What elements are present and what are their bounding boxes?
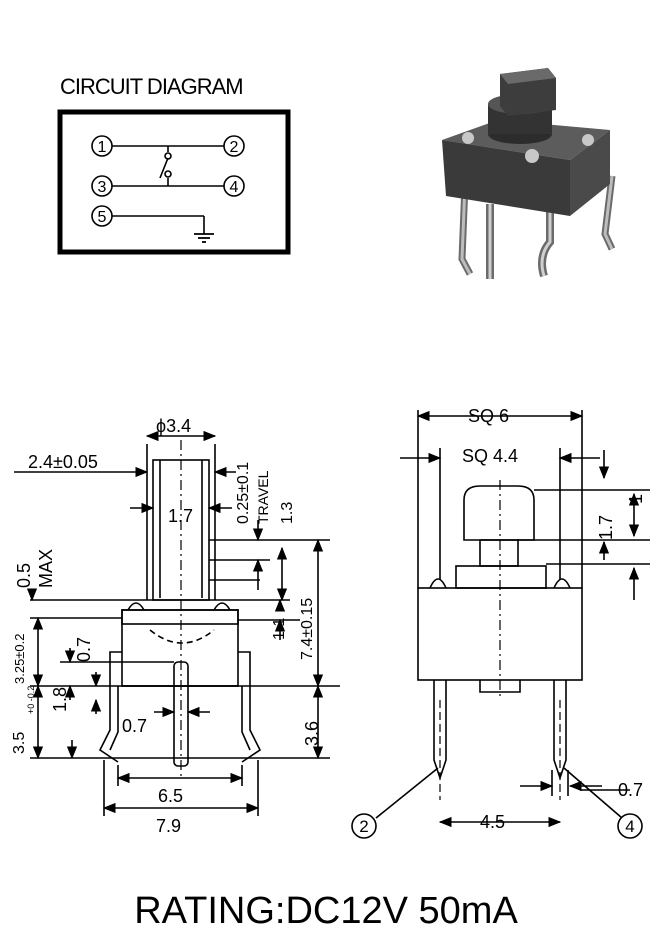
svg-text:4: 4: [230, 179, 239, 196]
dim-pin-thickness: 0.7: [618, 780, 643, 800]
svg-text:1: 1: [98, 139, 107, 156]
dim-phi-3.4: ϕ3.4: [156, 416, 191, 436]
svg-text:4: 4: [625, 817, 634, 836]
dim-pitch: 4.5: [480, 812, 505, 832]
dim-pin-width: 0.7: [122, 716, 147, 736]
dim-pin-length: 3.5: [11, 732, 28, 754]
dim-inner-span: 6.5: [158, 786, 183, 806]
svg-text:2: 2: [230, 139, 239, 156]
dim-travel-value: 0.25±0.1: [235, 462, 252, 524]
dim-total-height: 7.4±0.15: [299, 598, 316, 660]
dim-b-1: 1: [626, 494, 646, 504]
ground-symbol: [194, 233, 214, 243]
dim-pin-tolerance: +0 -0.2: [26, 686, 36, 714]
dim-gap: 0.7: [74, 637, 94, 662]
pin-4: 4: [223, 175, 245, 197]
dim-stem-height: 1.3: [279, 502, 296, 524]
switch-product-photo: [442, 68, 616, 279]
front-view-drawing: SQ 6 SQ 4.4 1.7 1 0.7 4.5 2 4: [351, 406, 650, 839]
pin-1: 1: [91, 135, 113, 157]
dim-sq-inner: SQ 4.4: [462, 446, 518, 466]
rating-label: RATING:DC12V 50mA: [134, 890, 518, 932]
svg-text:3: 3: [98, 179, 107, 196]
dim-lead-offset: 2.4±0.05: [28, 452, 98, 472]
dim-sq-outer: SQ 6: [468, 406, 509, 426]
dim-standoff: 1.8: [50, 687, 70, 712]
dim-body-height: 3.25±0.2: [12, 633, 27, 684]
dim-travel-label: TRAVEL: [255, 470, 271, 524]
dim-outer-span: 7.9: [156, 816, 181, 836]
pin-5: 5: [91, 205, 113, 227]
svg-text:5: 5: [98, 209, 107, 226]
callout-pin-4: 4: [617, 813, 643, 839]
dim-cap-height: 1.1: [271, 618, 288, 640]
circuit-diagram-title: CIRCUIT DIAGRAM: [60, 74, 244, 99]
pin-3: 3: [91, 175, 113, 197]
dim-max-label: MAX: [36, 549, 56, 588]
pin-2: 2: [223, 135, 245, 157]
dim-stem-width: 1.7: [168, 506, 193, 526]
circuit-diagram: 1 2 3 4 5: [57, 109, 291, 255]
switch-wiring: [112, 145, 224, 234]
dim-max-value: 0.5: [14, 563, 34, 588]
dim-a-1.7: 1.7: [596, 515, 616, 540]
svg-text:2: 2: [359, 817, 368, 836]
side-view-drawing: ϕ3.4 2.4±0.05 1.7 0.25±0.1 TRAVEL 1.3 0.…: [11, 416, 340, 836]
dim-pin-height: 3.6: [302, 721, 322, 746]
callout-pin-2: 2: [351, 813, 377, 839]
